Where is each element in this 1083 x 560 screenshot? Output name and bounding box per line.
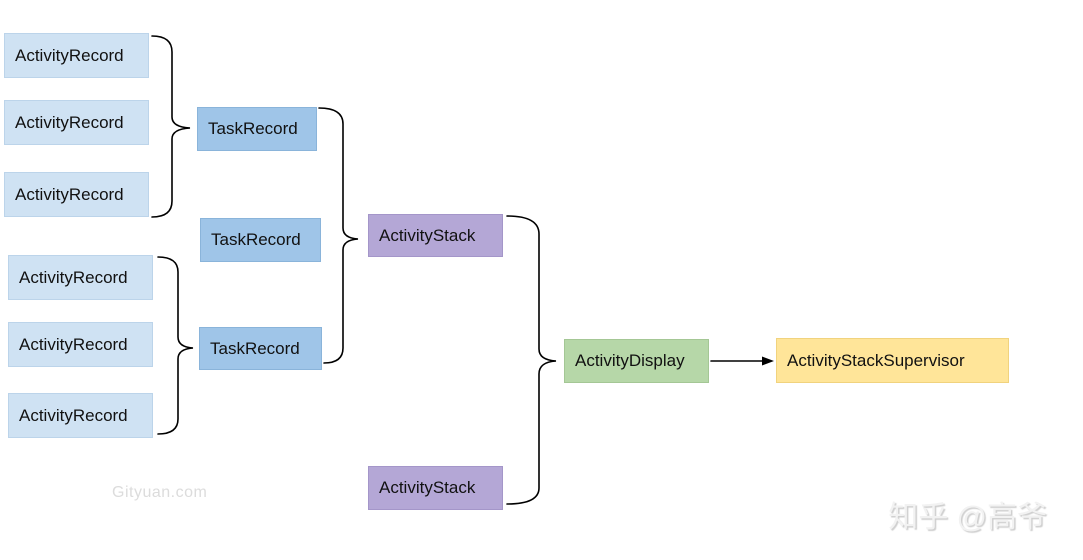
brace-activitystacks-to-activitydisplay: [506, 215, 557, 505]
node-activity-stack-1: ActivityStack: [368, 214, 503, 257]
brace-taskrecords-to-activitystack-1: [318, 107, 359, 364]
node-activity-record-5: ActivityRecord: [8, 322, 153, 367]
node-activity-record-2: ActivityRecord: [4, 100, 149, 145]
node-activity-stack-2: ActivityStack: [368, 466, 503, 510]
node-activity-record-6: ActivityRecord: [8, 393, 153, 438]
brace-activityrecords-group2-to-taskrecord-3: [157, 256, 194, 435]
node-activity-record-1: ActivityRecord: [4, 33, 149, 78]
node-activity-stack-supervisor: ActivityStackSupervisor: [776, 338, 1009, 383]
node-task-record-3: TaskRecord: [199, 327, 322, 370]
watermark-author: 知乎 @高爷: [888, 501, 1047, 534]
node-task-record-1: TaskRecord: [197, 107, 317, 151]
watermark-site: Gityuan.com: [112, 484, 208, 501]
node-activity-record-3: ActivityRecord: [4, 172, 149, 217]
node-task-record-2: TaskRecord: [200, 218, 321, 262]
node-activity-record-4: ActivityRecord: [8, 255, 153, 300]
node-activity-display: ActivityDisplay: [564, 339, 709, 383]
brace-activityrecords-group1-to-taskrecord-1: [151, 35, 191, 218]
arrowhead-icon: [762, 356, 774, 366]
